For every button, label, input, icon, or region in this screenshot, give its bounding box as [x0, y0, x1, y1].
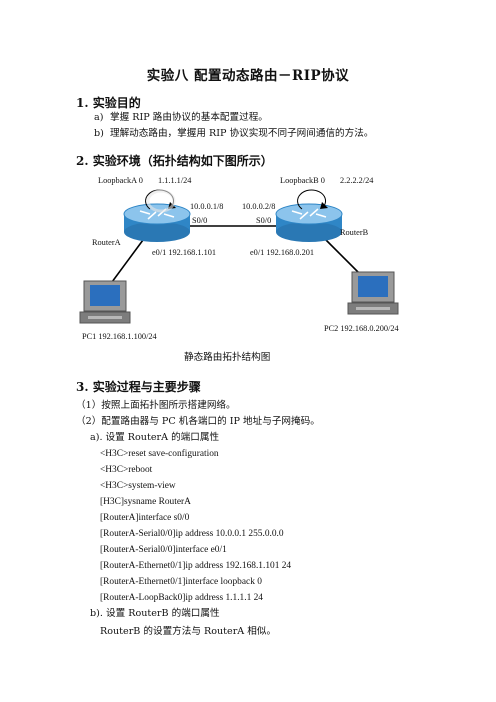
ethernet-link-b: [325, 239, 363, 277]
diagram-caption: 静态路由拓扑结构图: [184, 352, 271, 363]
loopback-a-ip: 1.1.1.1/24: [158, 176, 192, 185]
router-b-name: RouterB: [340, 228, 369, 237]
pc2-icon: [347, 271, 399, 315]
objective-item-marker: a): [94, 112, 104, 123]
ethernet-link-a: [111, 239, 144, 283]
section1-heading: 1. 实验目的: [76, 96, 141, 110]
router-a-serial-ip: 10.0.0.1/8: [190, 202, 224, 211]
router-a-name: RouterA: [92, 238, 121, 247]
command-line: <H3C>system-view: [100, 481, 176, 491]
step-1: （1）按照上面拓扑图所示搭建网络。: [76, 400, 236, 411]
command-line: [RouterA]interface s0/0: [100, 513, 190, 523]
page-title: 实验八 配置动态路由－RIP协议: [146, 68, 350, 84]
router-b-eth: e0/1 192.168.0.201: [250, 248, 315, 257]
router-a-serial-port: S0/0: [192, 216, 208, 225]
section2-heading: 2. 实验环境（拓扑结构如下图所示）: [76, 154, 273, 168]
objective-item-marker: b): [94, 128, 104, 139]
command-line: <H3C>reset save-configuration: [100, 449, 219, 459]
section3-heading: 3. 实验过程与主要步骤: [76, 380, 201, 394]
command-line: [RouterA-Ethernet0/1]ip address 192.168.…: [100, 561, 292, 571]
command-line: [RouterA-Serial0/0]interface e0/1: [100, 545, 227, 555]
objective-item: 理解动态路由，掌握用 RIP 协议实现不同子网间通信的方法。: [110, 128, 374, 139]
router-b-serial-port: S0/0: [256, 216, 272, 225]
substep-a: a). 设置 RouterA 的端口属性: [90, 432, 220, 443]
router-b-icon: [275, 203, 343, 242]
command-line: [RouterA-Ethernet0/1]interface loopback …: [100, 577, 262, 587]
step-2: （2）配置路由器与 PC 机各端口的 IP 地址与子网掩码。: [76, 416, 320, 427]
loopback-b-label: LoopbackB 0: [280, 176, 325, 185]
command-line: [RouterA-LoopBack0]ip address 1.1.1.1 24: [100, 593, 263, 603]
router-a-eth: e0/1 192.168.1.101: [152, 248, 217, 257]
loopback-b-icon: [297, 189, 328, 210]
pc1-icon: [79, 280, 131, 324]
command-line: [H3C]sysname RouterA: [100, 497, 191, 507]
pc1-label: PC1 192.168.1.100/24: [82, 332, 157, 341]
command-line: [RouterA-Serial0/0]ip address 10.0.0.1 2…: [100, 529, 284, 539]
loopback-a-label: LoopbackA 0: [98, 176, 143, 185]
loopback-b-ip: 2.2.2.2/24: [340, 176, 374, 185]
substep-b: b). 设置 RouterB 的端口属性: [90, 608, 220, 619]
pc2-label: PC2 192.168.0.200/24: [324, 324, 399, 333]
substep-b-note: RouterB 的设置方法与 RouterA 相似。: [100, 626, 277, 637]
router-b-serial-ip: 10.0.0.2/8: [242, 202, 276, 211]
router-a-icon: [123, 203, 191, 242]
loopback-a-icon: [145, 189, 176, 213]
objective-item: 掌握 RIP 路由协议的基本配置过程。: [110, 112, 268, 123]
command-line: <H3C>reboot: [100, 465, 153, 475]
